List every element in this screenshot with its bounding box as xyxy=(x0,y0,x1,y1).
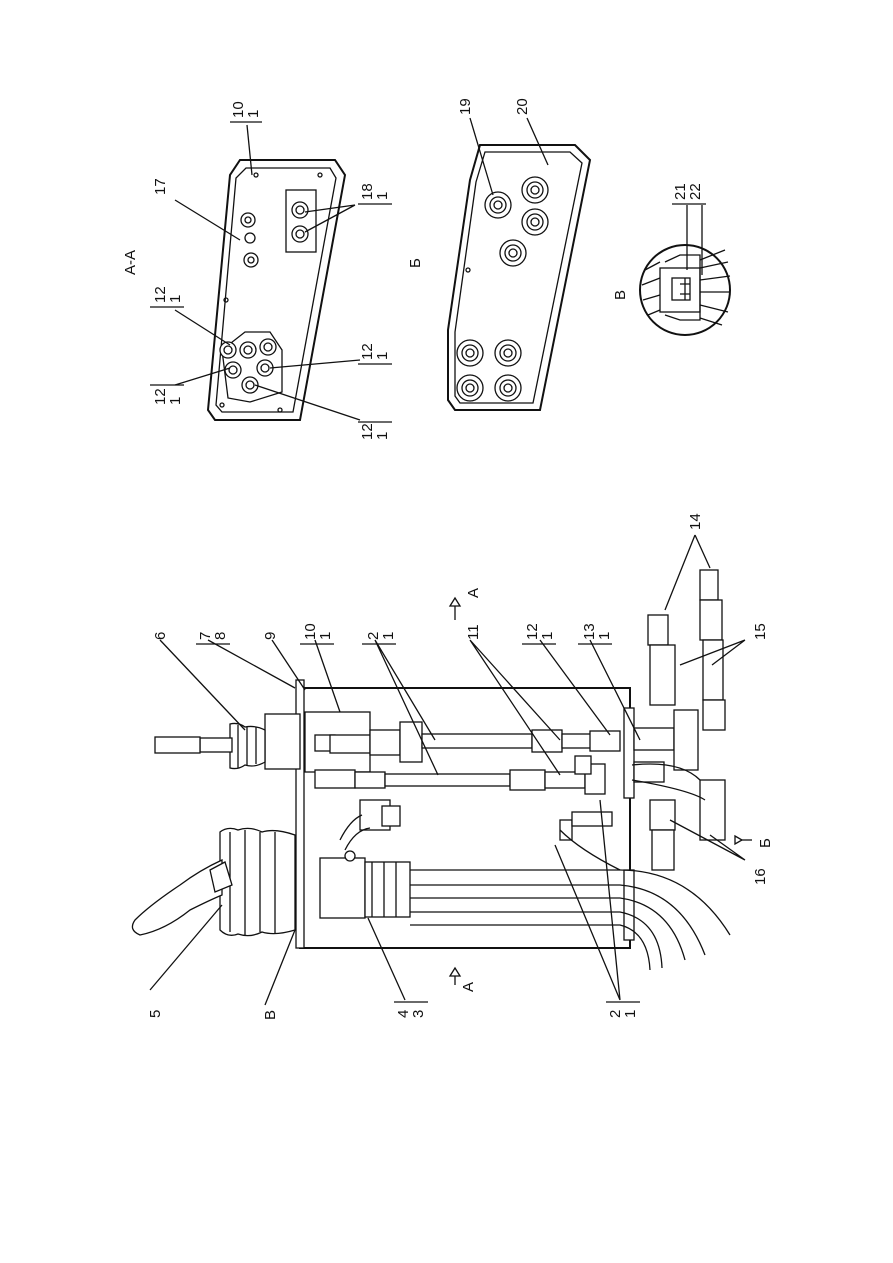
view-v-labels: 21 22 В xyxy=(612,183,706,300)
view-b-title: Б xyxy=(407,258,424,268)
section-aa-view xyxy=(174,124,361,421)
view-v-title: В xyxy=(612,290,629,300)
callout-1-aa-e: 1 xyxy=(167,397,184,405)
callout-14: 14 xyxy=(687,513,704,530)
callout-22: 22 xyxy=(687,183,704,200)
callout-1-d: 1 xyxy=(596,632,613,640)
callout-4: 4 xyxy=(395,1010,412,1018)
main-labels: 6 7 8 9 10 1 2 1 А 11 12 1 13 1 14 15 16… xyxy=(147,513,774,1020)
section-b-arrow-label: Б xyxy=(757,838,774,848)
callout-1-aa-f: 1 xyxy=(374,432,391,440)
callout-20: 20 xyxy=(514,98,531,115)
callout-12-aa-a: 12 xyxy=(152,286,169,303)
callout-7: 7 xyxy=(197,632,214,640)
callout-9: 9 xyxy=(262,632,279,640)
callout-12-aa-d: 12 xyxy=(359,423,376,440)
view-b-labels: 19 20 Б xyxy=(407,98,531,268)
section-a-top-marker: А xyxy=(465,588,482,598)
view-v-callout: В xyxy=(262,1010,279,1020)
callout-1-b: 1 xyxy=(380,632,397,640)
view-b xyxy=(447,117,592,411)
callout-12-aa-b: 12 xyxy=(359,343,376,360)
callout-16: 16 xyxy=(752,868,769,885)
callout-10: 10 xyxy=(302,623,319,640)
section-aa-title: А-А xyxy=(122,250,139,275)
callout-1-aa-a: 1 xyxy=(245,110,262,118)
callout-19: 19 xyxy=(457,98,474,115)
callout-2-b: 2 xyxy=(607,1010,624,1018)
callout-1-c: 1 xyxy=(539,632,556,640)
callout-1-e: 1 xyxy=(622,1010,639,1018)
callout-11: 11 xyxy=(465,624,482,640)
view-v-detail xyxy=(639,205,731,336)
callout-1-aa-c: 1 xyxy=(167,295,184,303)
callout-1-aa-d: 1 xyxy=(374,352,391,360)
callout-18: 18 xyxy=(359,183,376,200)
callout-10-aa: 10 xyxy=(230,101,247,118)
callout-6: 6 xyxy=(152,632,169,640)
callout-2-a: 2 xyxy=(365,632,382,640)
callout-12-aa-c: 12 xyxy=(152,388,169,405)
callout-5: 5 xyxy=(147,1010,164,1018)
callout-21: 21 xyxy=(672,183,689,200)
callout-12: 12 xyxy=(524,623,541,640)
section-aa-labels: 10 1 17 18 1 А-А 12 1 12 1 12 1 12 1 xyxy=(122,101,392,440)
section-a-bottom-marker: А xyxy=(460,982,477,992)
callout-8: 8 xyxy=(212,632,229,640)
callout-13: 13 xyxy=(581,623,598,640)
main-assembly xyxy=(131,534,752,1006)
callout-1-aa-b: 1 xyxy=(374,192,391,200)
callout-15: 15 xyxy=(752,623,769,640)
callout-1-a: 1 xyxy=(317,632,334,640)
callout-3: 3 xyxy=(410,1010,427,1018)
callout-17: 17 xyxy=(152,178,169,195)
